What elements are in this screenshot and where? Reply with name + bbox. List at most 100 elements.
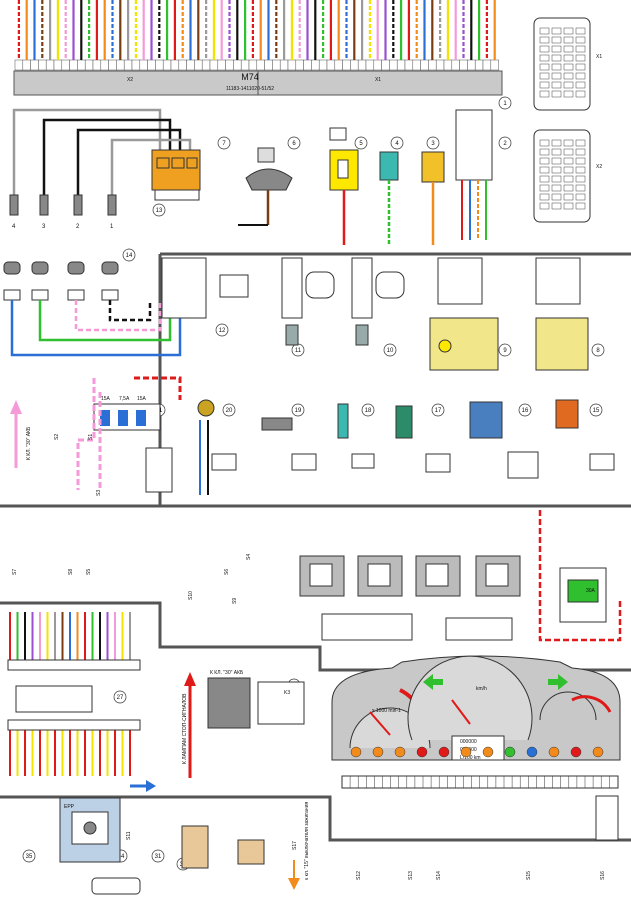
relay-box [299, 555, 345, 597]
component-number: 7 [222, 141, 226, 147]
ecu-pin [428, 59, 437, 71]
component-16 [469, 401, 539, 479]
main-relay-22: 30A [538, 510, 622, 642]
warning-lamp-icon [548, 746, 560, 758]
instrument-cluster-28: x 1000 min-1 km/h 000000 000000 L/100 km [331, 655, 621, 789]
ecu-pin [248, 59, 258, 71]
connector-cell [575, 175, 586, 183]
ignition-coil [3, 261, 21, 275]
fuse-label-1: 15A [101, 396, 111, 402]
ecu-pin [162, 59, 172, 71]
ecu-pin [357, 59, 367, 71]
component-8-sensor [535, 257, 589, 371]
component-number: 13 [156, 208, 163, 214]
connector-cell [551, 202, 562, 210]
connector-cell [575, 81, 586, 89]
relay-30-caption: К КЛ. "30" АКБ [210, 670, 244, 676]
component-number: 9 [503, 348, 507, 354]
component-10 [351, 257, 405, 346]
component-number: 8 [596, 348, 600, 354]
ecu-pin [30, 59, 39, 71]
component-number: 1 [503, 101, 507, 107]
ground-point-label: S11 [126, 831, 132, 840]
component-number: 14 [126, 253, 133, 259]
component-number-marker [152, 203, 166, 217]
connector-cell [551, 148, 562, 156]
connector-cell [575, 184, 586, 192]
connector-cell [539, 202, 550, 210]
connector-cell [539, 63, 550, 71]
ecu-pin [459, 59, 468, 71]
ecu-pin [233, 59, 242, 71]
ecu-pin [482, 59, 492, 71]
ground-point-label: S2 [54, 434, 60, 440]
ground-point-label: S14 [436, 871, 442, 880]
warning-lamp-icon [526, 746, 538, 758]
relay-coil [485, 563, 509, 587]
connector-cell [563, 139, 574, 147]
battery-caption: К КЛ. "30" АКБ [26, 426, 32, 460]
connector-27 [15, 685, 93, 713]
relay-coil [309, 563, 333, 587]
ecu-pin [490, 59, 499, 71]
coil-connector [3, 289, 21, 301]
rpm-unit: x 1000 min-1 [372, 708, 401, 714]
connector-cell [575, 45, 586, 53]
ecu-part-number: 11183-1411020-51/52 [226, 86, 274, 92]
component-number: 5 [359, 141, 363, 147]
ground-point-label: S7 [12, 569, 18, 575]
connector-cell [539, 27, 550, 35]
ecu-pin [92, 59, 102, 71]
connector-cell [563, 157, 574, 165]
coil-wires [10, 300, 182, 357]
warning-lamp-icon [438, 746, 450, 758]
svg-text:2: 2 [76, 224, 80, 230]
ground-point-label: S3 [96, 490, 102, 496]
relay-29-k3: K3 [284, 690, 290, 696]
component-number-marker [291, 403, 305, 417]
lower-left-wires [7, 612, 141, 776]
component-number-marker [498, 136, 512, 150]
ecu-pin [186, 59, 195, 71]
component-19 [261, 417, 317, 471]
component-number: 15 [593, 408, 600, 414]
connector-cell [575, 202, 586, 210]
connector-cell [539, 148, 550, 156]
ground-point-label: S5 [86, 569, 92, 575]
coil-connector [101, 289, 119, 301]
connector-cell [575, 54, 586, 62]
ground-point-label: S16 [600, 871, 606, 880]
o2-sensor-wiring [12, 108, 192, 195]
ground-point-label: S4 [246, 554, 252, 560]
relay-row [299, 555, 521, 597]
ground-point-label: S17 [292, 841, 298, 850]
ecu-pin [318, 59, 328, 71]
connector-12 [161, 257, 249, 319]
component-11 [281, 257, 335, 346]
connector-cell [551, 90, 562, 98]
connector-cell [551, 45, 562, 53]
ecu-block: M74 11183-1411020-51/52 X2 X1 [13, 0, 503, 96]
svg-text:3: 3 [42, 224, 46, 230]
ignition-coils [3, 261, 119, 301]
connector-cell [563, 54, 574, 62]
connector-cell [551, 139, 562, 147]
component-number-marker [113, 690, 127, 704]
ground-point-label: S8 [68, 569, 74, 575]
component-number-marker [287, 136, 301, 150]
ecu-pin [84, 59, 94, 71]
component-number: 20 [226, 408, 233, 414]
connector-cell [551, 54, 562, 62]
connector-cell [575, 148, 586, 156]
component-17 [395, 405, 451, 473]
svg-text:4: 4 [12, 224, 16, 230]
ecu-pin [22, 59, 31, 71]
component-number: 31 [155, 854, 162, 860]
connector-cell [575, 166, 586, 174]
ignition-coil [31, 261, 49, 275]
connector-strip [7, 659, 141, 671]
stop-lamp-caption: К ЛАМПАМ СТОП-СИГНАЛОВ [182, 693, 188, 764]
connector-cell [563, 36, 574, 44]
relay-coil [367, 563, 391, 587]
